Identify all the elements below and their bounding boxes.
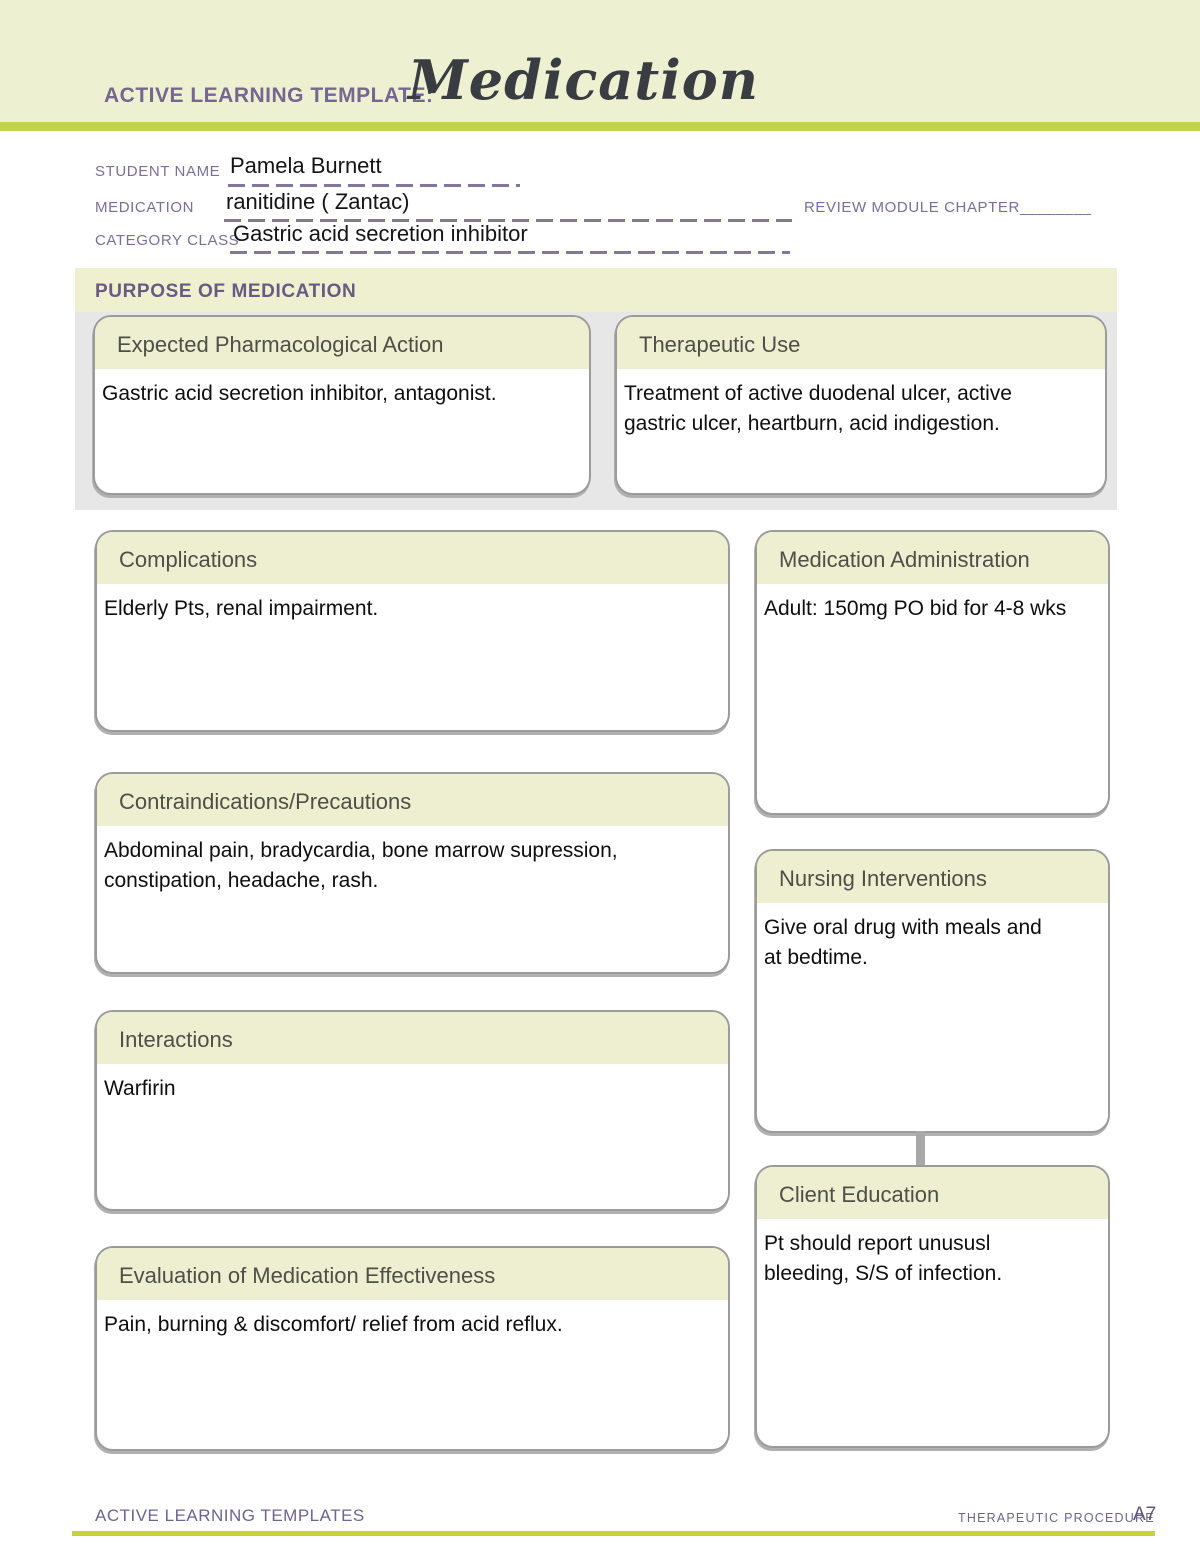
card-contraindications-precautions-title: Contraindications/Precautions (97, 774, 728, 826)
card-client-education-title: Client Education (757, 1167, 1108, 1219)
card-client-education-content: Pt should report unususl bleeding, S/S o… (764, 1232, 1003, 1286)
header-accent-bar (0, 122, 1200, 131)
medication-line (224, 219, 792, 222)
category-class-value: Gastric acid secretion inhibitor (233, 221, 528, 246)
footer-procedure-label: THERAPEUTIC PROCEDURE (958, 1511, 1155, 1525)
medication-label: MEDICATION (95, 199, 195, 216)
card-therapeutic-use-title: Therapeutic Use (617, 317, 1105, 369)
category-class-label: CATEGORY CLASS (95, 232, 240, 249)
card-medication-administration-content: Adult: 150mg PO bid for 4-8 wks (764, 597, 1067, 620)
card-complications-content: Elderly Pts, renal impairment. (104, 597, 379, 620)
card-expected-pharmacological-action: Expected Pharmacological Action Gastric … (93, 315, 591, 495)
box-connector-bar (916, 1131, 925, 1169)
header-band: ACTIVE LEARNING TEMPLATE: Medication (0, 0, 1200, 122)
card-nursing-interventions-title: Nursing Interventions (757, 851, 1108, 903)
purpose-section-band: PURPOSE OF MEDICATION (75, 268, 1117, 312)
card-nursing-interventions: Nursing Interventions Give oral drug wit… (755, 849, 1110, 1133)
page-title: Medication (408, 48, 760, 112)
footer-page-number: A7 (1133, 1504, 1157, 1525)
card-therapeutic-use: Therapeutic Use Treatment of active duod… (615, 315, 1107, 495)
card-expected-pharmacological-action-title: Expected Pharmacological Action (95, 317, 589, 369)
card-evaluation-of-medication-effectiveness-content: Pain, burning & discomfort/ relief from … (104, 1313, 563, 1336)
footer-accent-line (72, 1531, 1155, 1536)
student-name-label: STUDENT NAME (95, 163, 221, 180)
card-therapeutic-use-content: Treatment of active duodenal ulcer, acti… (624, 382, 1012, 436)
card-nursing-interventions-content: Give oral drug with meals and at bedtime… (764, 916, 1042, 970)
student-name-line (228, 184, 520, 187)
medication-value: ranitidine ( Zantac) (226, 189, 410, 214)
review-module-chapter-blank: ________ (1019, 199, 1092, 216)
card-interactions-title: Interactions (97, 1012, 728, 1064)
card-evaluation-of-medication-effectiveness: Evaluation of Medication Effectiveness P… (95, 1246, 730, 1451)
card-medication-administration: Medication Administration Adult: 150mg P… (755, 530, 1110, 815)
category-class-line (230, 251, 790, 254)
template-label: ACTIVE LEARNING TEMPLATE: (104, 84, 434, 107)
card-medication-administration-title: Medication Administration (757, 532, 1108, 584)
card-interactions: Interactions Warfirin (95, 1010, 730, 1211)
purpose-section-heading: PURPOSE OF MEDICATION (95, 281, 357, 302)
card-expected-pharmacological-action-content: Gastric acid secretion inhibitor, antago… (102, 382, 497, 405)
card-contraindications-precautions-content: Abdominal pain, bradycardia, bone marrow… (104, 839, 618, 893)
footer-templates-label: ACTIVE LEARNING TEMPLATES (95, 1506, 365, 1525)
card-complications-title: Complications (97, 532, 728, 584)
review-module-chapter-text: REVIEW MODULE CHAPTER (804, 199, 1020, 216)
card-client-education: Client Education Pt should report unusus… (755, 1165, 1110, 1448)
card-evaluation-of-medication-effectiveness-title: Evaluation of Medication Effectiveness (97, 1248, 728, 1300)
card-complications: Complications Elderly Pts, renal impairm… (95, 530, 730, 732)
student-name-value: Pamela Burnett (230, 153, 382, 178)
review-module-chapter-label: REVIEW MODULE CHAPTER________ (804, 199, 1092, 216)
card-contraindications-precautions: Contraindications/Precautions Abdominal … (95, 772, 730, 974)
card-interactions-content: Warfirin (104, 1077, 176, 1100)
